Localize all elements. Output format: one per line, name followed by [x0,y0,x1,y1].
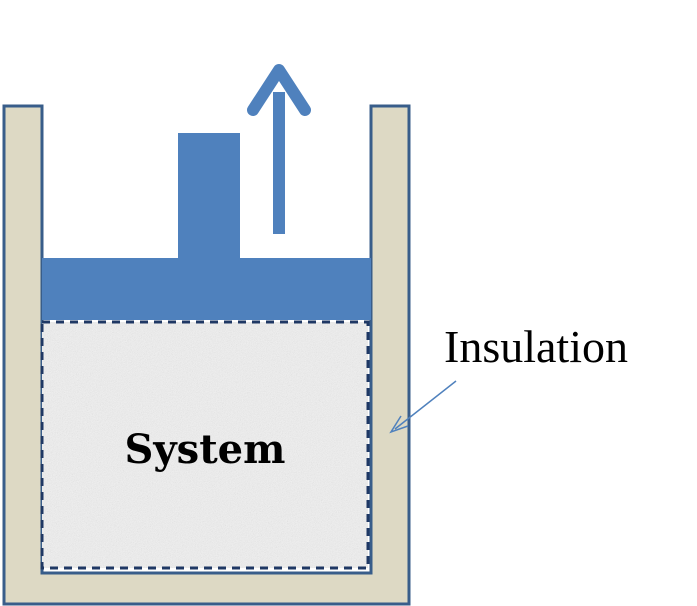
arrow-head [247,64,311,116]
piston-head [42,258,371,320]
piston-rod [178,133,240,259]
system-boundary [40,320,370,570]
insulation-label: Insulation [444,321,628,372]
system-label: System [125,426,286,473]
system-region [42,322,368,568]
insulation-pointer-line [394,380,457,430]
insulation-pointer-head [389,415,409,434]
